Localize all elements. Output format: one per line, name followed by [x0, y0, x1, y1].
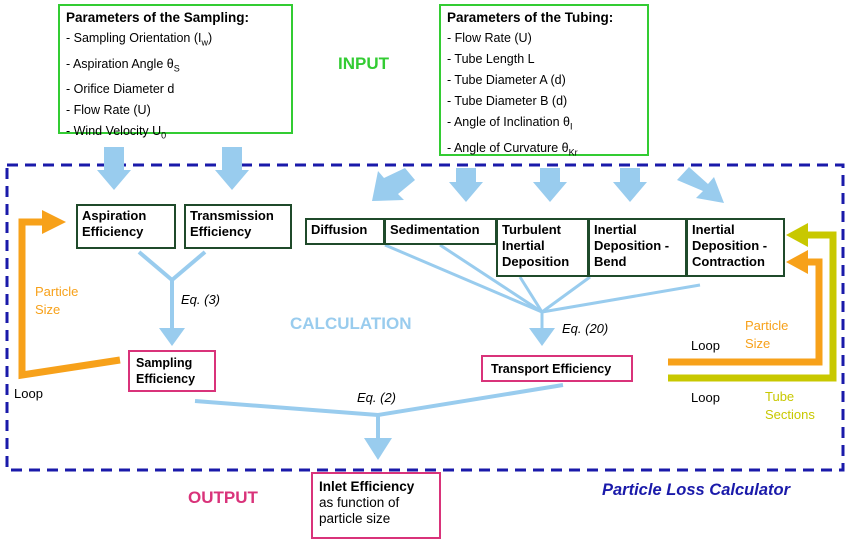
calculator-frame [5, 163, 845, 472]
sampling-parameter-item: - Sampling Orientation (Iw) [66, 31, 213, 48]
eq3-label: Eq. (3) [181, 292, 221, 307]
merge-lines-sampling [137, 250, 207, 328]
aspiration-efficiency-box: Aspiration Efficiency [76, 204, 176, 249]
output-label: OUTPUT [188, 488, 258, 507]
inlet-efficiency-subtitle: as function of particle size [319, 495, 400, 526]
tubing-parameter-item: - Tube Length L [447, 52, 535, 66]
sampling-parameters-title: Parameters of the Sampling: [66, 10, 250, 25]
tubing-parameters-list: - Flow Rate (U) - Tube Length L - Tube Dia… [441, 28, 647, 163]
arrow-down [529, 328, 555, 346]
inlet-efficiency-title: Inlet Efficiency [319, 479, 415, 494]
loop-right-bottom-label: Loop [691, 390, 720, 405]
sampling-efficiency-box: Sampling Efficiency [128, 350, 216, 392]
arrow-down [449, 168, 483, 202]
arrow-down [613, 168, 647, 202]
inertial-deposition-bend-box: Inertial Deposition - Bend [588, 218, 687, 277]
sampling-parameters-box: Parameters of the Sampling: - Sampling O… [58, 4, 293, 141]
calculator-label: Particle Loss Calculator [602, 481, 790, 499]
sampling-parameters-list: - Sampling Orientation (Iw) - Aspiration … [60, 28, 291, 147]
tubing-parameter-item: - Flow Rate (U) [447, 31, 532, 45]
calculation-label: CALCULATION [290, 314, 412, 333]
diffusion-box: Diffusion [305, 218, 385, 245]
tubing-parameters-title: Parameters of the Tubing: [447, 10, 614, 25]
particle-size-right-label: Particle Size [745, 318, 789, 351]
input-label: INPUT [338, 54, 389, 73]
right-loop-olive [668, 223, 837, 382]
sedimentation-box: Sedimentation [384, 218, 497, 245]
tubing-parameter-item: - Tube Diameter A (d) [447, 73, 566, 87]
sampling-parameter-item: - Flow Rate (U) [66, 103, 151, 117]
arrow-diagonal-right [677, 167, 724, 203]
arrow-down [533, 168, 567, 202]
merge-lines-output [194, 383, 564, 440]
arrow-down [159, 328, 185, 346]
tubing-parameter-item: - Tube Diameter B (d) [447, 94, 568, 108]
loop-left-label: Loop [14, 386, 43, 401]
sampling-parameter-item: - Aspiration Angle θS [66, 56, 180, 74]
loop-right-top-label: Loop [691, 338, 720, 353]
sampling-parameter-item: - Orifice Diameter d [66, 82, 175, 96]
transmission-efficiency-box: Transmission Efficiency [184, 204, 292, 249]
inertial-deposition-contraction-box: Inertial Deposition - Contraction [686, 218, 785, 277]
tubing-parameters-box: Parameters of the Tubing: - Flow Rate (U… [439, 4, 649, 157]
merge-lines-transport [384, 243, 701, 330]
arrow-diagonal-left [372, 168, 415, 201]
arrow-down [97, 147, 131, 190]
sampling-parameter-item: - Wind Velocity U0 [66, 124, 167, 141]
tube-sections-label: Tube Sections [765, 389, 815, 422]
inlet-efficiency-box: Inlet Efficiency as function of particle… [311, 472, 441, 539]
tubing-parameter-item: - Angle of Inclination θI [447, 115, 573, 132]
right-loop-orange [668, 250, 823, 366]
input-arrows [97, 147, 724, 203]
arrow-down [364, 438, 392, 460]
particle-size-left-label: Particle Size [35, 284, 79, 317]
transport-efficiency-box: Transport Efficiency [481, 355, 633, 382]
left-loop-arrow [18, 210, 121, 380]
turbulent-inertial-deposition-box: Turbulent Inertial Deposition [496, 218, 589, 277]
eq2-label: Eq. (2) [357, 390, 397, 405]
eq20-label: Eq. (20) [562, 321, 609, 336]
tubing-parameter-item: - Angle of Curvature θKr [447, 140, 578, 158]
arrow-down [215, 147, 249, 190]
